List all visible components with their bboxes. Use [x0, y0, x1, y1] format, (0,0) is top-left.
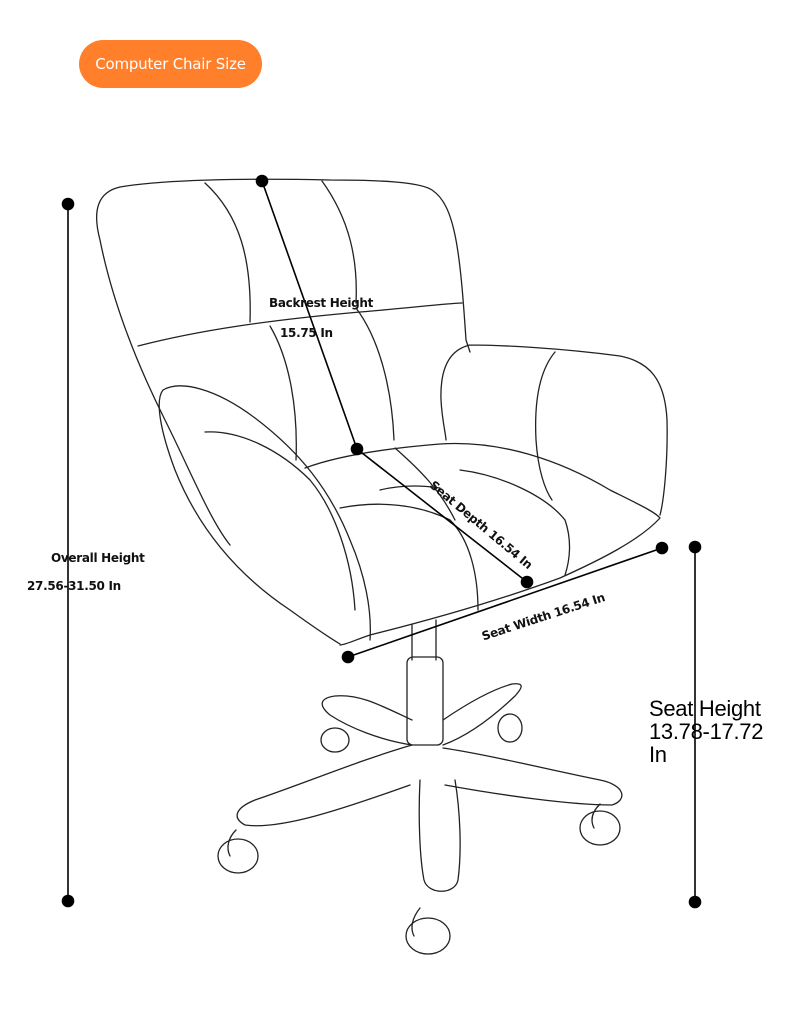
- seat-depth-line: [356, 448, 528, 583]
- left-arm-outline: [158, 385, 371, 645]
- backrest-tuft-line: [321, 180, 357, 304]
- gas-lift-stem: [411, 619, 437, 661]
- overall-height-label: Overall Height: [51, 551, 145, 565]
- backrest-top-dot: [255, 174, 269, 188]
- seat-width-left-dot: [341, 650, 355, 664]
- chair-size-badge: Computer Chair Size: [79, 40, 262, 88]
- backrest-tuft-line: [137, 302, 463, 347]
- seat-height-bottom-dot: [688, 895, 702, 909]
- overall-height-top-dot: [61, 197, 75, 211]
- seat-height-label-line1: Seat Height: [649, 696, 761, 721]
- caster-wheel: [405, 917, 451, 955]
- backrest-height-value: 15.75 In: [280, 326, 333, 340]
- backrest-height-line: [261, 180, 358, 450]
- seat-depth-end-dot: [520, 575, 534, 589]
- left-arm-tuft: [204, 431, 356, 611]
- seat-height-label-line2: 13.78-17.72: [649, 719, 764, 744]
- caster-wheel: [320, 727, 350, 753]
- caster-housing: [227, 803, 601, 937]
- seat-tuft: [394, 447, 456, 521]
- seat-height-label: Seat Height 13.78-17.72 In: [649, 697, 763, 766]
- seat-width-right-dot: [655, 541, 669, 555]
- right-arm-tuft: [534, 351, 556, 501]
- right-arm-outline: [440, 344, 668, 516]
- backrest-tuft-line: [355, 307, 395, 441]
- gas-cylinder: [406, 656, 444, 746]
- seat-tuft: [459, 469, 571, 576]
- seat-tuft: [379, 485, 441, 491]
- caster-wheel: [497, 713, 523, 743]
- seat-height-label-line3: In: [649, 742, 667, 767]
- backrest-height-label: Backrest Height: [269, 296, 374, 310]
- backrest-tuft-line: [269, 325, 297, 461]
- chair-base: [236, 683, 623, 892]
- overall-height-bottom-dot: [61, 894, 75, 908]
- seat-height-top-dot: [688, 540, 702, 554]
- seat-width-line: [347, 547, 663, 658]
- overall-height-value: 27.56-31.50 In: [27, 579, 121, 593]
- backrest-outline: [96, 178, 471, 546]
- seat-outline: [304, 442, 661, 646]
- backrest-tuft-line: [204, 182, 251, 323]
- caster-wheel: [579, 810, 621, 846]
- seat-tuft: [339, 503, 479, 611]
- caster-wheel: [217, 838, 259, 874]
